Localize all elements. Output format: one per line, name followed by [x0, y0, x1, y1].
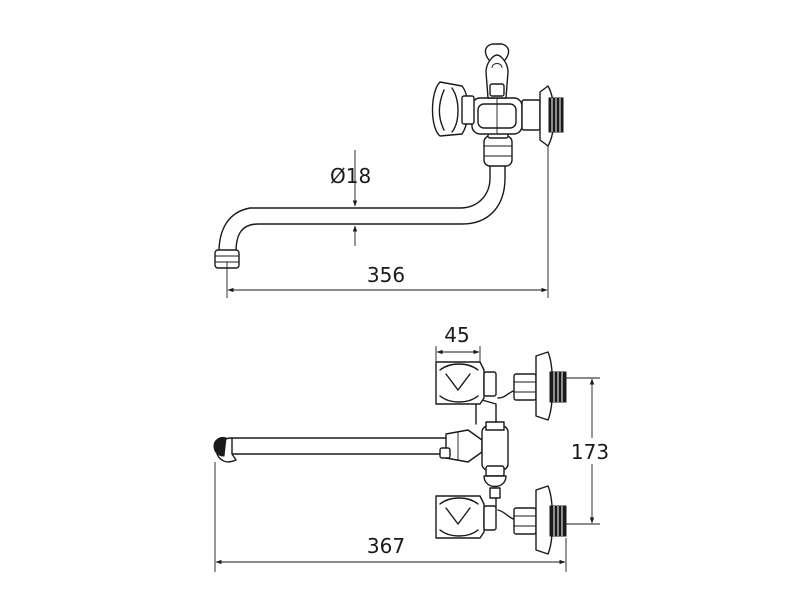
spout-swivel-nut	[439, 429, 483, 463]
aerator-tip	[214, 249, 240, 269]
wall-connector	[521, 85, 564, 147]
handle-width-dimension: 45	[435, 323, 481, 362]
handle-knob	[431, 81, 475, 137]
side-view: Ø18 356	[214, 43, 564, 298]
spout-tube	[218, 159, 506, 253]
mixer-body-top	[481, 421, 509, 499]
mixer-body	[471, 97, 523, 135]
spacing-dimension: 173	[566, 377, 612, 525]
spacing-label: 173	[571, 440, 609, 464]
upper-wall-connector	[513, 351, 567, 421]
shower-holder	[484, 43, 510, 99]
upper-valve-handle	[435, 361, 497, 405]
diameter-label: Ø18	[330, 164, 371, 188]
side-length-label: 356	[367, 263, 405, 287]
spout-tube-top	[213, 437, 447, 463]
lower-valve-handle	[435, 495, 497, 539]
lower-wall-connector	[513, 485, 567, 555]
top-view: 45 173 367	[213, 323, 612, 572]
top-length-dimension: 367	[214, 462, 567, 572]
top-length-label: 367	[367, 534, 405, 558]
diameter-dimension: Ø18	[330, 150, 371, 246]
handle-width-label: 45	[444, 323, 469, 347]
side-length-dimension: 356	[226, 146, 549, 298]
